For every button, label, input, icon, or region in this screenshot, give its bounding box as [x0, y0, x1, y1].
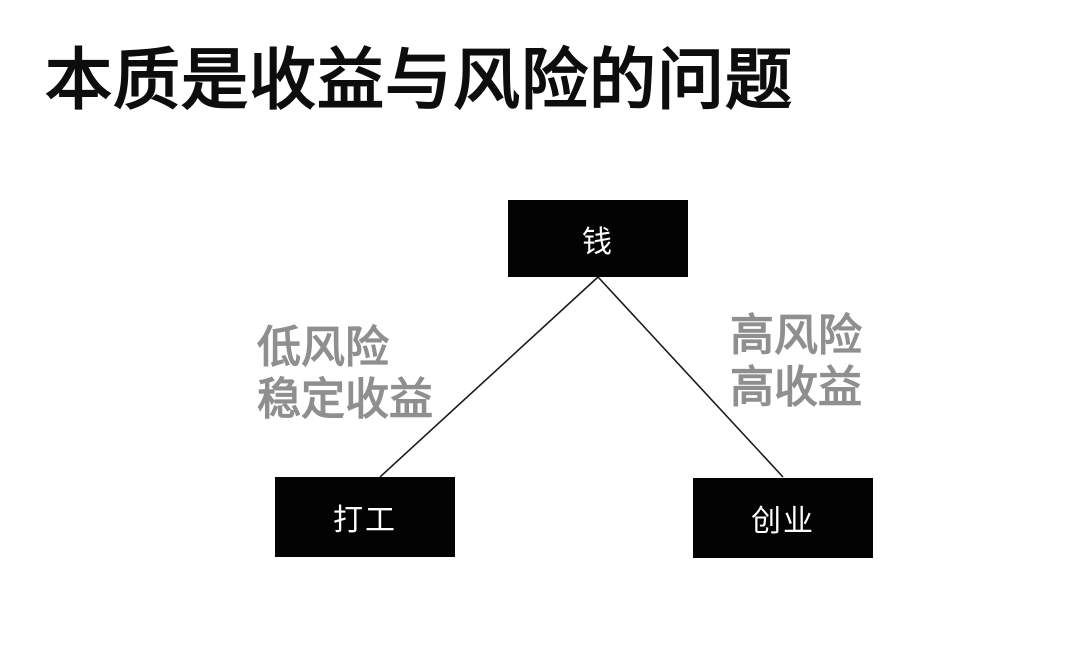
edge-label-low-risk-line1: 低风险	[257, 323, 389, 372]
node-startup-label: 创业	[751, 505, 815, 538]
edge-label-low-risk: 低风险 稳定收益	[257, 322, 433, 426]
node-employment: 打工	[275, 477, 455, 557]
node-startup: 创业	[693, 478, 873, 558]
slide-title: 本质是收益与风险的问题	[45, 43, 793, 118]
node-money: 钱	[508, 200, 688, 277]
edge-label-high-risk-line2: 高收益	[730, 363, 862, 412]
edge-label-low-risk-line2: 稳定收益	[257, 375, 433, 424]
node-employment-label: 打工	[333, 504, 397, 537]
edge-label-high-risk: 高风险 高收益	[730, 310, 862, 414]
edge-label-high-risk-line1: 高风险	[730, 311, 862, 360]
node-money-label: 钱	[582, 225, 614, 259]
